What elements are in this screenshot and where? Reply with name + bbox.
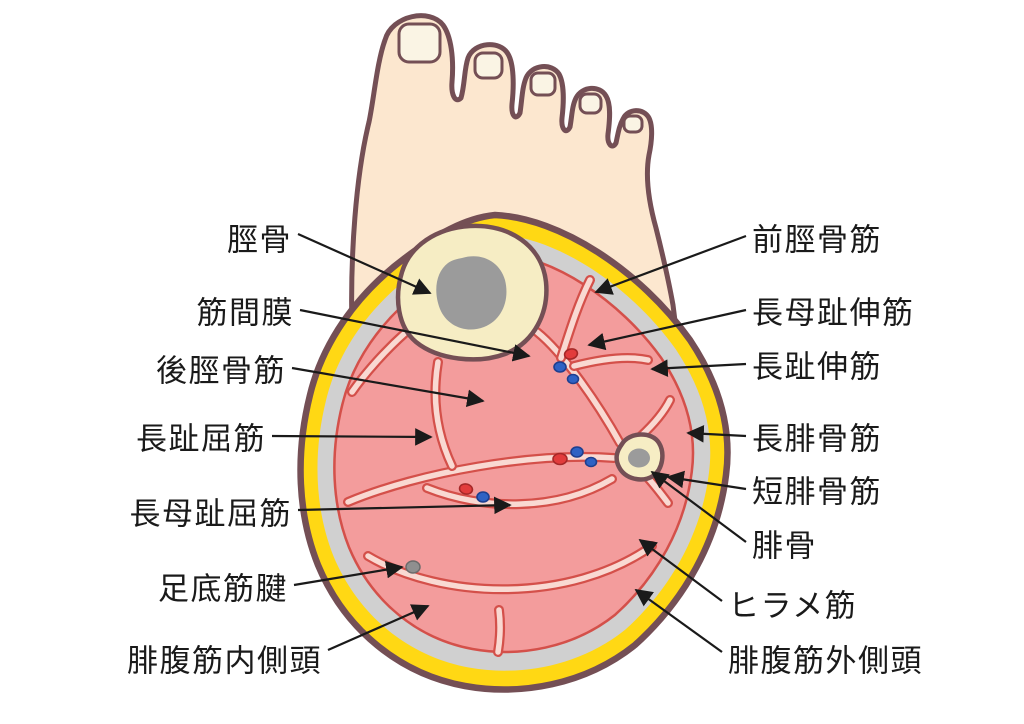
toenails [397, 22, 644, 134]
label-gastrocnemius-lateral-head: 腓腹筋外側頭 [728, 643, 923, 680]
gastrocnemius-heads-septum [493, 605, 506, 657]
leader-line-flexor-hallucis-longus [297, 496, 512, 515]
vein-dot [553, 361, 567, 373]
artery-dot [552, 452, 568, 466]
big-toenail [397, 22, 442, 64]
anterior-septum-1 [556, 275, 595, 363]
leader-line-tibialis-posterior [291, 366, 485, 407]
leader-line-tibialis-anterior [594, 234, 747, 295]
label-peroneus-longus: 長腓骨筋 [752, 421, 882, 458]
label-fibula: 腓骨 [752, 528, 817, 565]
label-peroneus-brevis: 短腓骨筋 [752, 474, 882, 511]
label-intermuscular-septum: 筋間膜 [196, 295, 294, 332]
posterior-tibial-vessels [552, 446, 598, 468]
medial-vessels [458, 483, 490, 503]
leader-line-extensor-hallucis-longus [587, 308, 747, 351]
fifth-toenail [622, 114, 644, 134]
leader-line-plantaris-tendon [293, 560, 404, 587]
muscle-mass [333, 252, 695, 654]
label-flexor-hallucis-longus: 長母趾屈筋 [129, 496, 292, 533]
vein-dot [570, 446, 584, 458]
leader-line-extensor-digitorum-longus [650, 359, 747, 377]
label-gastrocnemius-medial-head: 腓腹筋内側頭 [127, 643, 322, 680]
leader-lines [271, 232, 747, 653]
label-tibialis-anterior: 前脛骨筋 [752, 222, 882, 259]
leader-line-flexor-digitorum-longus [271, 428, 433, 446]
label-plantaris-tendon: 足底筋腱 [158, 571, 288, 608]
anterior-septum-2 [569, 353, 653, 371]
fibula-bone [614, 432, 665, 482]
label-extensor-hallucis-longus: 長母趾伸筋 [752, 295, 915, 332]
artery-dot [458, 483, 474, 495]
label-soleus: ヒラメ筋 [728, 588, 858, 625]
flexor-hallucis-septum [422, 474, 617, 510]
leader-line-gastrocnemius-medial-head [327, 604, 430, 652]
leader-line-soleus [638, 538, 723, 602]
tibia-marrow [436, 256, 507, 330]
leader-line-fibula [650, 470, 747, 543]
label-tibia: 脛骨 [227, 222, 292, 259]
artery-dot [563, 348, 579, 360]
label-tibialis-posterior: 後脛骨筋 [156, 353, 286, 390]
leader-line-peroneus-brevis [666, 470, 747, 491]
leader-line-peroneus-longus [686, 425, 747, 443]
third-toenail [529, 71, 557, 97]
plantaris-tendon-dot [405, 560, 421, 574]
second-toenail [473, 51, 504, 80]
leader-line-intermuscular-septum [299, 308, 531, 362]
vein-dot [476, 491, 490, 503]
vein-dot [566, 373, 580, 385]
fourth-toenail [578, 92, 603, 115]
leader-line-tibia [297, 232, 432, 295]
label-extensor-digitorum-longus: 長趾伸筋 [752, 349, 882, 386]
deep-transverse-septum [343, 451, 619, 507]
fibula-marrow [628, 448, 650, 468]
label-flexor-digitorum-longus: 長趾屈筋 [136, 421, 266, 458]
leader-line-gastrocnemius-lateral-head [634, 588, 723, 653]
lateral-septum-lower [643, 473, 673, 508]
medial-septum [347, 328, 410, 397]
anterior-vessels [553, 348, 580, 385]
tibialis-posterior-septum [430, 357, 457, 471]
tibia-bone [395, 223, 549, 362]
vein-dot [584, 456, 598, 468]
cross-section [297, 211, 731, 693]
